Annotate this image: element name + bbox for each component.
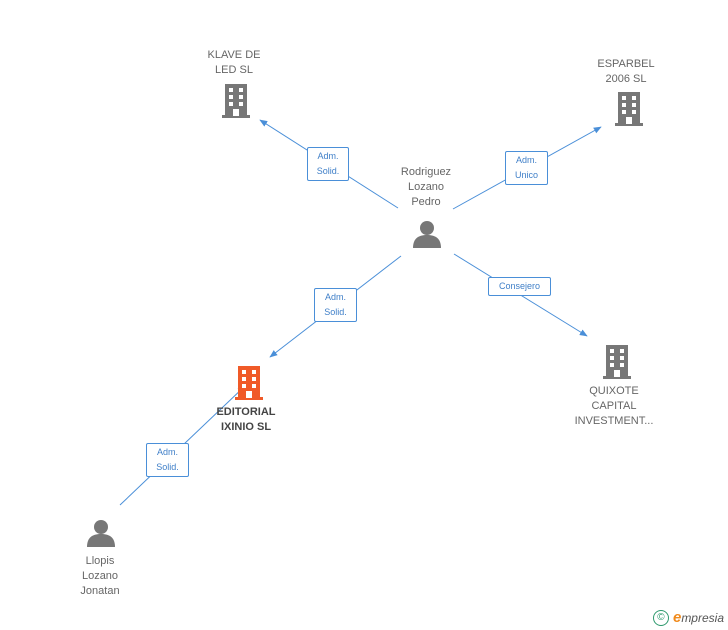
building-icon[interactable]	[233, 366, 265, 400]
node-label-editorial[interactable]: EDITORIAL IXINIO SL	[216, 406, 276, 433]
edge-label-to-quixote: Consejero	[488, 277, 551, 296]
footer-brand: © empresia	[652, 609, 724, 626]
node-label-klave[interactable]: KLAVE DE LED SL	[207, 49, 261, 76]
edge-label-llopis-to-editorial: Adm. Solid.	[146, 443, 189, 477]
brand-logo: empresia	[673, 609, 724, 626]
building-icon[interactable]	[613, 92, 645, 126]
node-label-esparbel[interactable]: ESPARBEL 2006 SL	[597, 58, 655, 85]
edge-label-to-editorial: Adm. Solid.	[314, 288, 357, 322]
building-icon[interactable]	[220, 84, 252, 118]
edge-label-to-klave: Adm. Solid.	[307, 147, 349, 181]
node-label-quixote[interactable]: QUIXOTE CAPITAL INVESTMENT...	[574, 385, 654, 427]
edge-label-to-esparbel: Adm. Unico	[505, 151, 548, 185]
brand-rest: mpresia	[681, 611, 724, 625]
node-label-rodriguez[interactable]: Rodriguez Lozano Pedro	[400, 166, 452, 208]
brand-initial: e	[672, 609, 682, 626]
person-icon[interactable]	[412, 220, 442, 248]
copyright-icon: ©	[652, 609, 669, 626]
node-label-llopis[interactable]: Llopis Lozano Jonatan	[80, 555, 120, 597]
person-icon[interactable]	[86, 519, 116, 547]
building-icon[interactable]	[601, 345, 633, 379]
